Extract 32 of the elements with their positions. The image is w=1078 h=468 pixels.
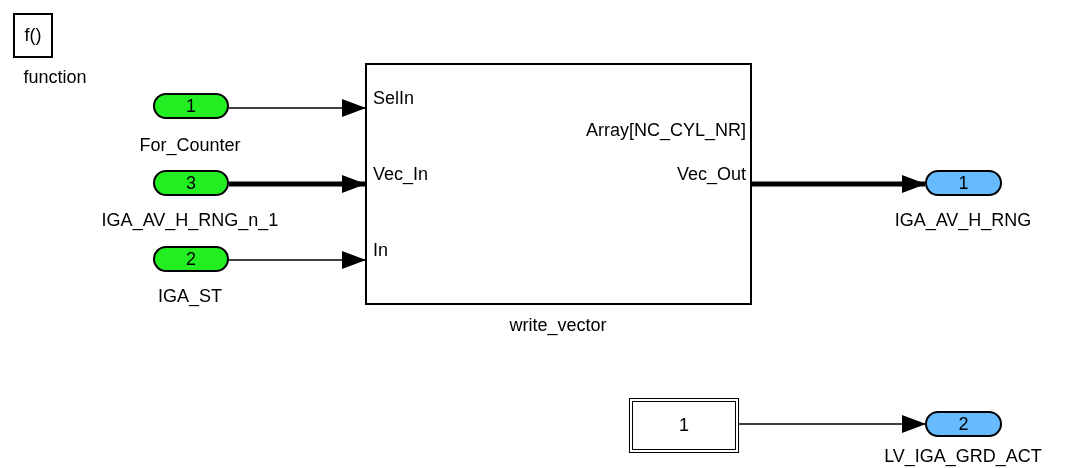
signal-arrow xyxy=(228,251,366,269)
signal-arrow xyxy=(752,175,926,193)
outport-block xyxy=(925,411,1002,437)
block-label: 2 xyxy=(958,413,969,435)
outport-block xyxy=(925,170,1002,196)
block-label: 3 xyxy=(186,172,196,194)
block-name-label: IGA_AV_H_RNG_n_1 xyxy=(101,210,279,231)
block-name-label: function xyxy=(23,67,87,88)
block-label: 1 xyxy=(186,95,196,117)
inport-block xyxy=(153,170,229,196)
inport-block xyxy=(153,93,229,119)
constant-block xyxy=(629,398,739,453)
block-name-label: IGA_AV_H_RNG xyxy=(894,210,1032,231)
inport-block xyxy=(153,246,229,272)
port-label: SelIn xyxy=(373,88,415,109)
port-label: Array[NC_CYL_NR] xyxy=(585,120,746,141)
signal-arrow xyxy=(228,99,366,117)
port-label: Vec_Out xyxy=(676,164,746,185)
port-label: In xyxy=(373,240,388,261)
signal-arrow xyxy=(738,415,926,433)
block-label: 1 xyxy=(958,172,969,194)
block-name-label: write_vector xyxy=(509,315,607,336)
block-name-label: LV_IGA_GRD_ACT xyxy=(884,446,1042,467)
signal-arrow xyxy=(229,175,366,193)
block-name-label: For_Counter xyxy=(139,135,241,156)
block-name-label: IGA_ST xyxy=(158,286,222,307)
block-label: f() xyxy=(24,25,42,46)
subsystem-block xyxy=(365,63,752,305)
port-label: Vec_In xyxy=(373,164,429,185)
function-block xyxy=(13,13,53,58)
block-label: 1 xyxy=(679,415,689,436)
block-label: 2 xyxy=(186,248,196,270)
